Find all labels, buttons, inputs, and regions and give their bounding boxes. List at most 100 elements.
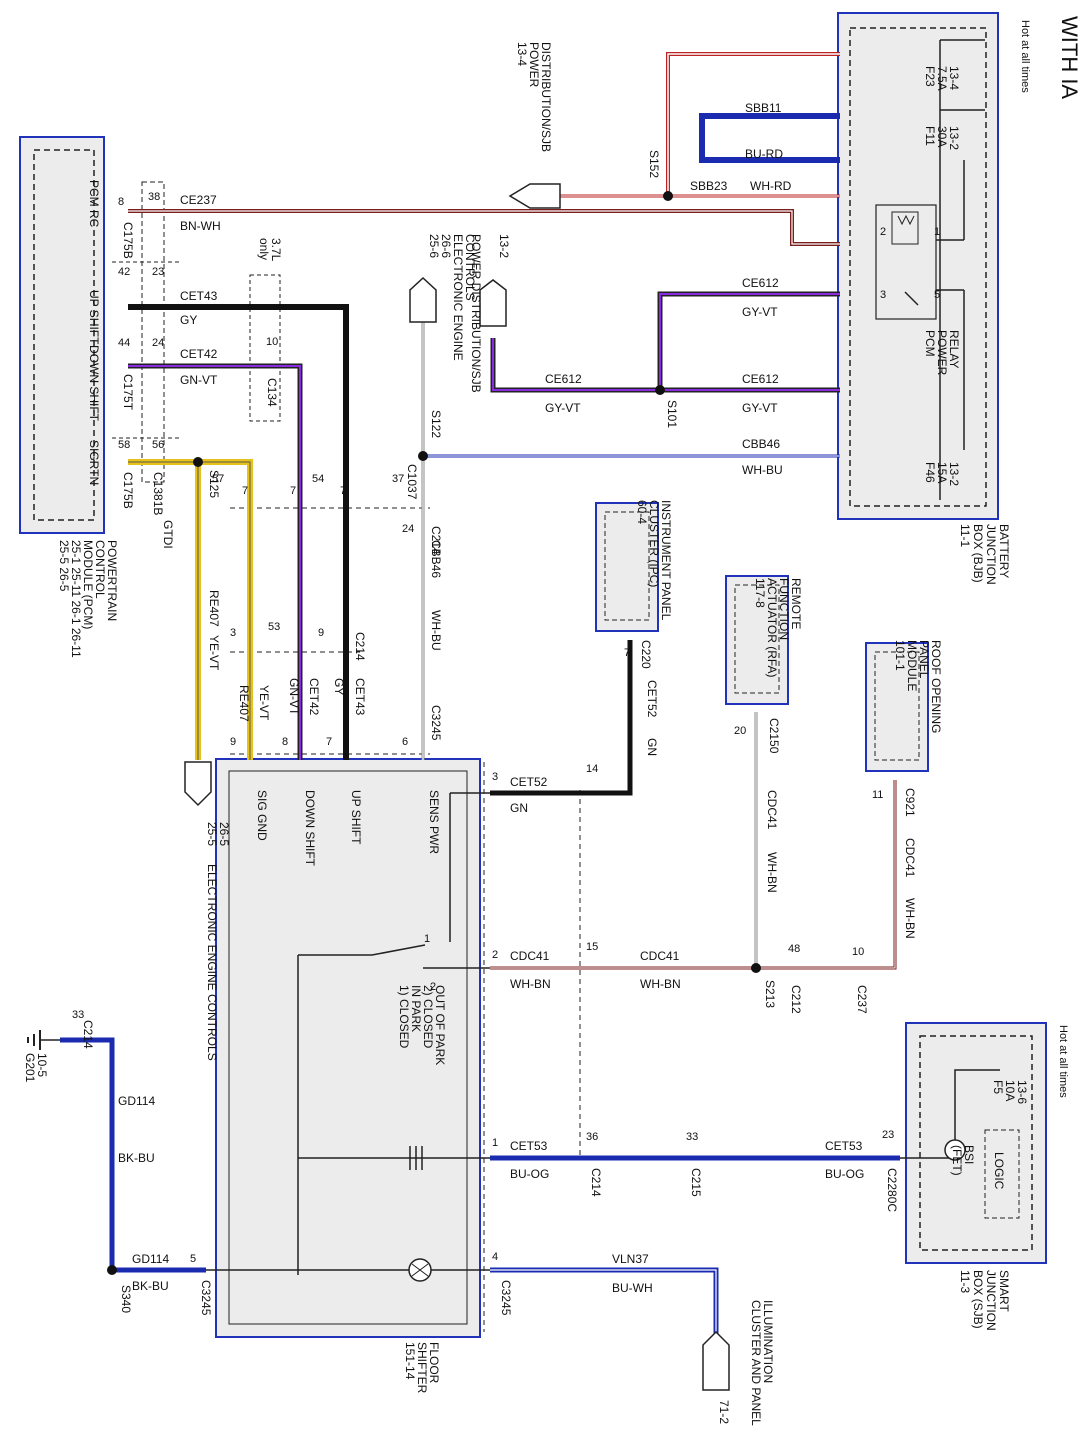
connector-c214-b: C214 <box>353 632 367 661</box>
pin-4: 4 <box>492 1251 498 1263</box>
circuit-wh-bn-b: WH-BN <box>640 977 681 991</box>
pin-9-c214: 9 <box>318 627 324 639</box>
pcm-pin-sigrtn: SIGRTN <box>87 440 101 485</box>
connector-c175b-b: C175B <box>121 472 135 509</box>
circuit-gy: GY <box>180 313 197 327</box>
pin-15: 15 <box>586 941 598 953</box>
circuit-gy-vt-left: GY-VT <box>545 401 581 415</box>
bjb-label-3: 11-1 <box>958 524 972 547</box>
splice-s101-label: S101 <box>665 400 679 428</box>
bjb-label-2: BOX (BJB) <box>971 524 985 583</box>
circuit-re407-v1: RE407 <box>207 590 221 627</box>
ref-arrow-13-4 <box>508 183 561 209</box>
pin-58: 58 <box>118 439 130 451</box>
connector-c1381b: C1381B <box>151 472 165 515</box>
bjb-label-1: JUNCTION <box>984 524 998 585</box>
pin-53: 53 <box>268 621 280 633</box>
fuse-f23-amps: 7.5A <box>935 66 949 91</box>
pin-14: 14 <box>586 763 598 775</box>
ref-cluster-illum-0: CLUSTER AND PANEL <box>749 1300 763 1426</box>
ref-eec-bottom-0: 25-5 <box>205 822 219 846</box>
circuit-gd114-v: GD114 <box>118 1094 155 1108</box>
circuit-gn-vt: GN-VT <box>180 373 218 387</box>
fuse-f46-id: F46 <box>923 462 937 483</box>
ref-arrow-eec-top <box>409 276 437 323</box>
sjb-label-3: 11-3 <box>958 1270 972 1293</box>
pcm-pin-pcm-rc: PCM RC <box>87 180 101 228</box>
connector-c215: C215 <box>689 1168 703 1197</box>
pin-1-switch: 1 <box>424 933 430 945</box>
pin-33-c214: 33 <box>72 1009 84 1021</box>
circuit-bk-bu-h: BK-BU <box>132 1279 169 1293</box>
pin-24: 24 <box>152 337 164 349</box>
ropm-label-2: MODULE <box>905 640 919 691</box>
circuit-cdc41-b: CDC41 <box>640 949 680 963</box>
shifter-label-0: FLOOR <box>427 1342 441 1384</box>
fuse-f11-ref: 13-2 <box>947 126 961 150</box>
ipc-label-0: INSTRUMENT PANEL <box>659 500 673 621</box>
relay-label-0: PCM <box>923 330 937 357</box>
splice-s152-label: S152 <box>647 150 661 178</box>
circuit-cet42: CET42 <box>180 347 218 361</box>
ref-pd-13-2-1: POWER DISTRIBUTION/SJB <box>469 234 483 393</box>
shifter-label-1: SHIFTER <box>415 1342 429 1394</box>
ipc-module-box <box>595 502 659 632</box>
fuse-f5-id: F5 <box>991 1080 1005 1094</box>
hot-at-all-times-sjb: Hot at all times <box>1057 1025 1069 1098</box>
pcm-label-0: POWERTRAIN <box>105 540 119 621</box>
circuit-ye-vt-v1: YE-VT <box>207 635 221 671</box>
pin-48: 48 <box>788 943 800 955</box>
connector-c214-a: C214 <box>429 526 443 555</box>
pin-37: 37 <box>392 473 404 485</box>
circuit-wh-bu-v: WH-BU <box>429 610 443 651</box>
relay-pin-2: 2 <box>880 226 886 238</box>
pin-54: 54 <box>312 473 324 485</box>
c134-option-box <box>249 274 281 422</box>
shifter-pin-sens-pwr: SENS PWR <box>427 790 441 854</box>
pin-10: 10 <box>266 336 278 348</box>
switch-note-3: OUT OF PARK <box>433 985 447 1065</box>
circuit-cdc41-v2: CDC41 <box>903 838 917 878</box>
fuse-f46-amps: 15A <box>935 462 949 483</box>
circuit-gy-v: GY <box>332 678 346 695</box>
pin-7-c3245: 7 <box>326 736 332 748</box>
bsi-label-1: (FET) <box>950 1145 964 1176</box>
sjb-label-1: JUNCTION <box>984 1270 998 1331</box>
fuse-f23-ref: 13-4 <box>947 66 961 90</box>
ground-g201-ref: 10-5 <box>35 1053 49 1077</box>
connector-c1037: C1037 <box>405 464 419 500</box>
s125-splice <box>193 457 203 467</box>
ref-eec-bottom-2: ELECTRONIC ENGINE CONTROLS <box>205 864 219 1061</box>
pin-23: 23 <box>152 266 164 278</box>
ground-g201-label: G201 <box>23 1053 37 1083</box>
circuit-gy-vt-right: GY-VT <box>742 401 778 415</box>
pin-38: 38 <box>148 191 160 203</box>
switch-note-0: 1) CLOSED <box>397 985 411 1049</box>
connector-c134: C134 <box>265 378 279 407</box>
pin-20: 20 <box>734 725 746 737</box>
pcm-pin-up-shift: UP SHIFT <box>87 290 101 345</box>
connector-c175b-a: C175B <box>121 222 135 259</box>
pcm-label-1: CONTROL <box>93 540 107 599</box>
circuit-ce612-right: CE612 <box>742 372 779 386</box>
pin-7-a: 7 <box>242 485 248 497</box>
floor-shifter-box <box>215 758 481 1338</box>
circuit-bk-bu-v: BK-BU <box>118 1151 155 1165</box>
circuit-bu-rd: BU-RD <box>745 147 783 161</box>
pin-6: 6 <box>402 736 408 748</box>
ref-cluster-illum-1: ILLUMINATION <box>761 1300 775 1383</box>
pin-23-c2280c: 23 <box>882 1129 894 1141</box>
splice-s125-label: S125 <box>207 470 221 498</box>
ref-pd-13-2-0: 13-2 <box>497 234 511 258</box>
circuit-ce612-top: CE612 <box>742 276 779 290</box>
switch-note-1: IN PARK <box>409 985 423 1032</box>
circuit-cet43-v: CET43 <box>353 678 367 716</box>
logic-label: LOGIC <box>992 1152 1006 1190</box>
circuit-gn-vt-v: GN-VT <box>287 678 301 716</box>
circuit-cdc41-v1: CDC41 <box>765 790 779 830</box>
pcm-relay-box <box>875 204 937 320</box>
ref-eec-bottom-1: 26-5 <box>217 822 231 846</box>
sjb-label-2: BOX (SJB) <box>971 1270 985 1329</box>
pin-33-c215: 33 <box>686 1131 698 1143</box>
circuit-cet52-v: CET52 <box>645 680 659 718</box>
